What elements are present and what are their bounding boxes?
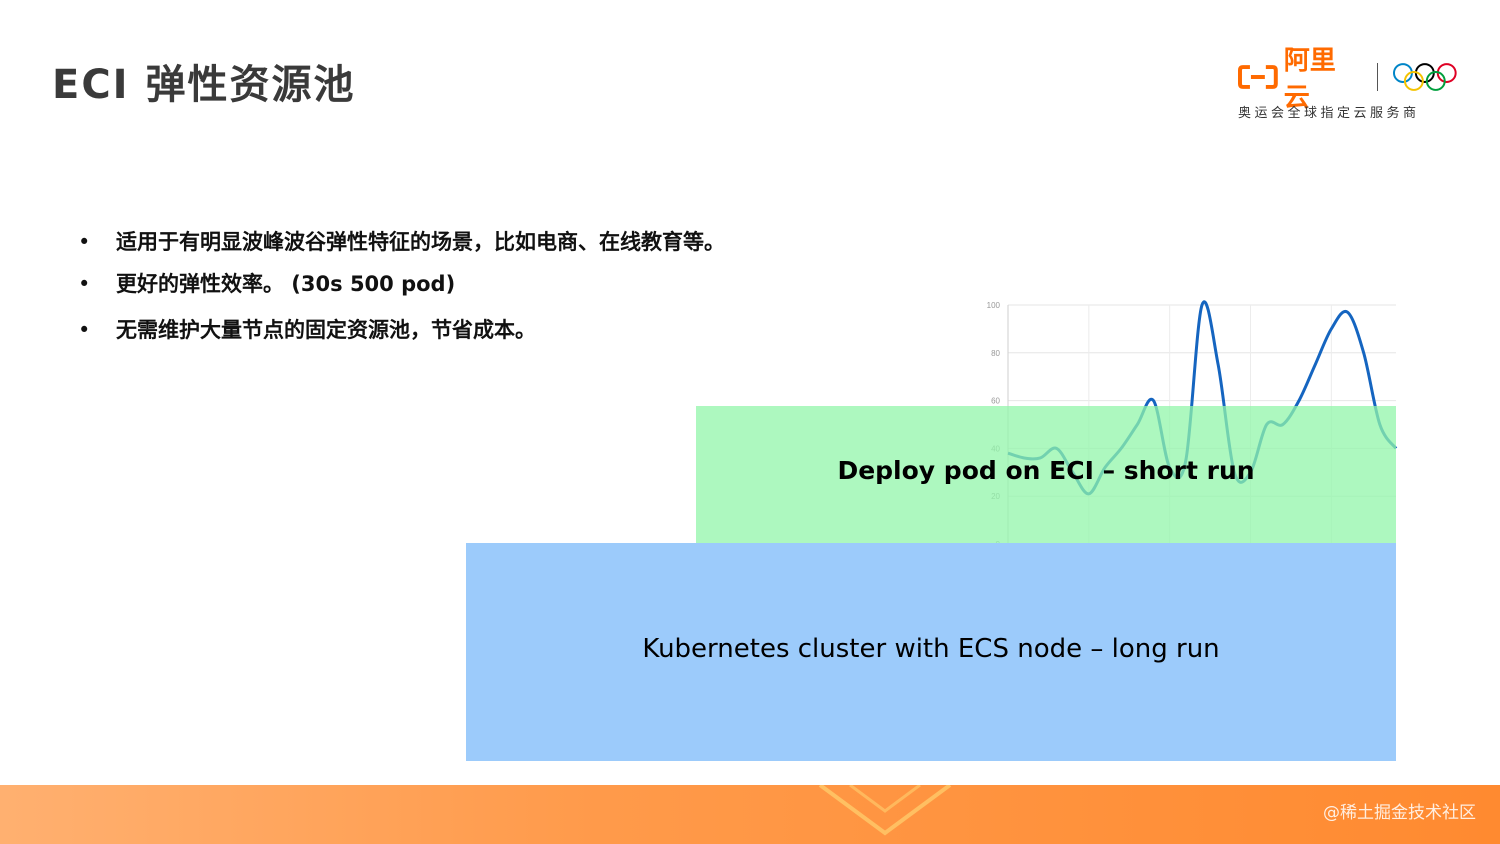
chart-y-tick-label: 100 (987, 301, 1001, 310)
aliyun-brand-text: 阿里云 (1283, 46, 1336, 113)
aliyun-mark-icon (1238, 65, 1278, 89)
bullet-text: 更好的弹性效率。 (30s 500 pod) (116, 272, 456, 296)
olympic-rings-icon (1393, 63, 1458, 91)
bullet-text: 无需维护大量节点的固定资源池，节省成本。 (116, 318, 536, 342)
aliyun-brand: 阿里云 (1238, 40, 1361, 114)
chart-y-tick-label: 60 (991, 397, 1000, 406)
ecs-cluster-label: Kubernetes cluster with ECS node – long … (642, 634, 1220, 664)
ecs-cluster-box (466, 543, 1396, 761)
chart-y-tick-label: 80 (991, 349, 1000, 358)
bullet-marker: • (78, 230, 91, 254)
bullet-marker: • (78, 318, 91, 342)
footer-chevron-decoration (818, 785, 952, 836)
footer-bar (0, 785, 1500, 844)
bullet-item: • 无需维护大量节点的固定资源池，节省成本。 (78, 312, 725, 354)
logo-subtitle: 奥运会全球指定云服务商 (1238, 106, 1420, 121)
aliyun-logo: 阿里云 奥运会全球指定云服务商 (1238, 46, 1458, 124)
bullet-item: • 更好的弹性效率。 (30s 500 pod) (78, 266, 725, 308)
bullet-item: • 适用于有明显波峰波谷弹性特征的场景，比如电商、在线教育等。 (78, 224, 725, 266)
bullet-text: 适用于有明显波峰波谷弹性特征的场景，比如电商、在线教育等。 (116, 230, 725, 254)
logo-divider (1377, 63, 1379, 91)
eci-pool-label: Deploy pod on ECI – short run (837, 456, 1255, 485)
eci-pool-box (696, 406, 1396, 543)
page-title: ECI 弹性资源池 (52, 62, 356, 108)
watermark-text: @稀土掘金技术社区 (1323, 803, 1476, 823)
bullet-marker: • (78, 272, 91, 296)
bullet-list: • 适用于有明显波峰波谷弹性特征的场景，比如电商、在线教育等。 • 更好的弹性效率。… (78, 224, 725, 354)
